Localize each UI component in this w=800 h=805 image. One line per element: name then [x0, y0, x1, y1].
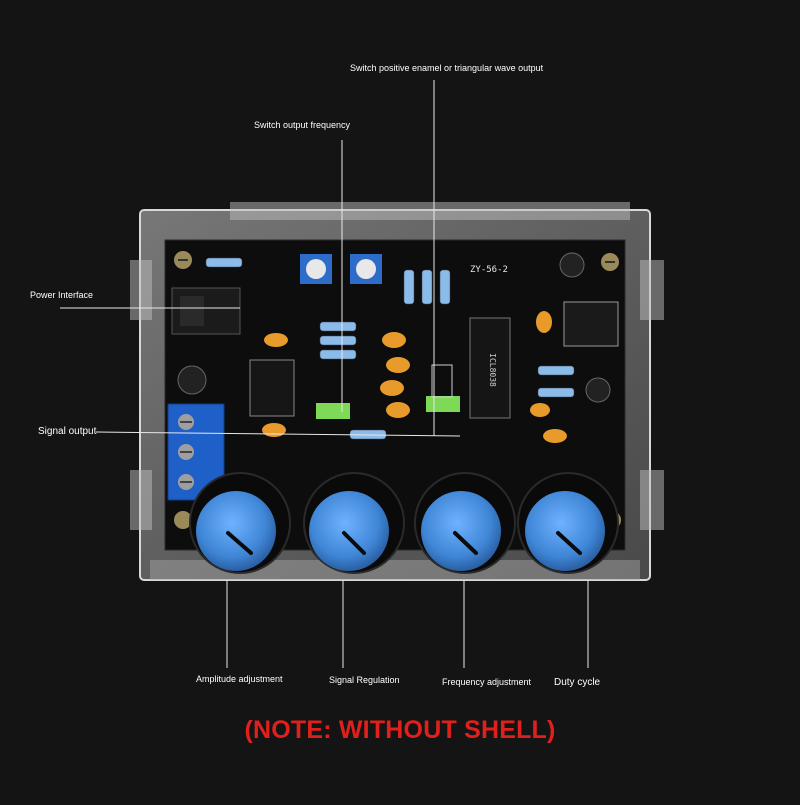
callout-duty-cycle: Duty cycle	[554, 677, 601, 688]
note-without-shell: (NOTE: WITHOUT SHELL)	[244, 716, 556, 744]
callout-lines	[60, 80, 589, 668]
knob-amplitude	[189, 472, 291, 574]
callout-power-interface: Power Interface	[30, 290, 94, 300]
callout-signal-regulation: Signal Regulation	[329, 675, 400, 685]
callout-signal-output: Signal output	[38, 426, 97, 437]
callout-switch-frequency: Switch output frequency	[254, 120, 351, 130]
callout-switch-wave: Switch positive enamel or triangular wav…	[350, 63, 544, 73]
knob-duty-cycle	[517, 472, 619, 574]
board-model: ZY-56-2	[470, 265, 508, 275]
callout-frequency-adjustment: Frequency adjustment	[442, 677, 532, 687]
knob-signal	[303, 472, 405, 574]
callout-amplitude-adjustment: Amplitude adjustment	[196, 674, 283, 684]
signal-output-terminal	[167, 403, 225, 501]
knob-frequency	[414, 472, 516, 574]
ic-label: ICL8038	[488, 353, 497, 387]
